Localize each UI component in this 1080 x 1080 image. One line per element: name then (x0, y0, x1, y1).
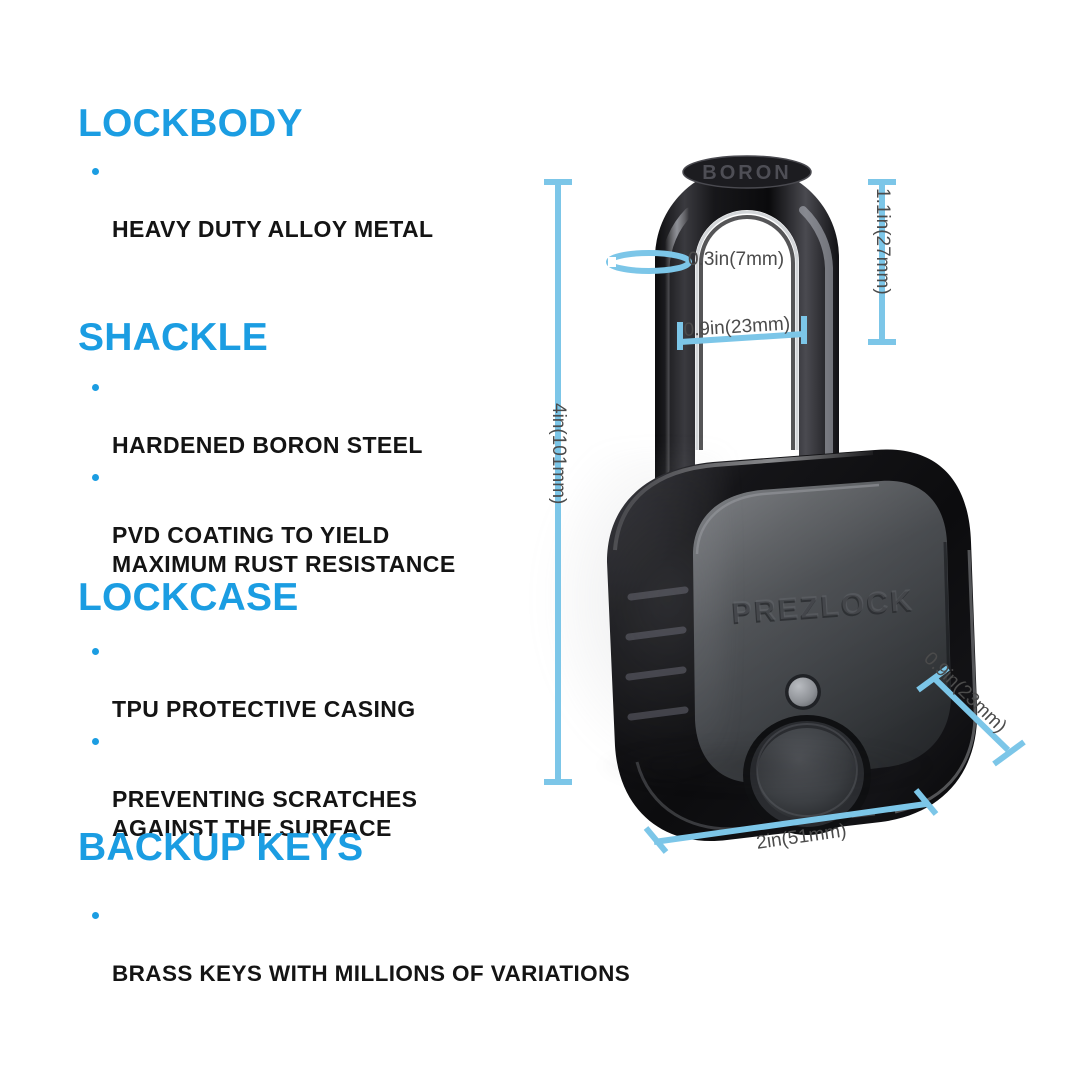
grip-grooves (625, 586, 689, 721)
feature-block-lockbody: LOCKBODY HEAVY DUTY ALLOY METAL (78, 104, 433, 244)
bullet-text: TPU PROTECTIVE CASING (112, 696, 416, 722)
product-photo-padlock: BORON (535, 150, 1025, 850)
bullet-text: PREVENTING SCRATCHES AGAINST THE SURFACE (112, 786, 418, 841)
list-item: HARDENED BORON STEEL (78, 373, 456, 460)
bullet-dot-icon (92, 474, 99, 481)
shackle-stamp-text: BORON (702, 162, 791, 184)
feature-block-shackle: SHACKLE HARDENED BORON STEEL PVD COATING… (78, 318, 456, 579)
bullet-dot-icon (92, 738, 99, 745)
backdrop-haze (535, 450, 725, 780)
list-item: PREVENTING SCRATCHES AGAINST THE SURFACE (78, 727, 417, 843)
feature-block-backup-keys: BACKUP KEYS BRASS KEYS WITH MILLIONS OF … (78, 828, 630, 988)
dimension-label-shackle-clearance: 1.1in(27mm) (872, 188, 893, 295)
bullet-text: HARDENED BORON STEEL (112, 432, 423, 458)
feature-bullets-lockcase: TPU PROTECTIVE CASING PREVENTING SCRATCH… (78, 637, 417, 843)
bullet-dot-icon (92, 384, 99, 391)
dimension-label-overall-height: 4in(101mm) (548, 403, 569, 505)
feature-bullets-shackle: HARDENED BORON STEEL PVD COATING TO YIEL… (78, 373, 456, 579)
shackle-width-arrow-icon (677, 316, 807, 350)
overall-width-arrow-icon (643, 788, 939, 854)
dimension-label-shackle-diameter: 0.3in(7mm) (688, 249, 785, 270)
product-drop-shadow (600, 740, 930, 792)
feature-title-shackle: SHACKLE (78, 316, 268, 359)
list-item: PVD COATING TO YIELD MAXIMUM RUST RESIST… (78, 463, 456, 579)
overall-height-arrow-icon (544, 179, 572, 785)
feature-title-lockcase: LOCKCASE (78, 576, 299, 619)
bullet-text: PVD COATING TO YIELD MAXIMUM RUST RESIST… (112, 522, 456, 577)
bullet-dot-icon (92, 168, 99, 175)
feature-bullets-lockbody: HEAVY DUTY ALLOY METAL (78, 157, 433, 244)
clearance-height-arrow-icon (868, 179, 896, 345)
list-item: BRASS KEYS WITH MILLIONS OF VARIATIONS (78, 901, 630, 988)
feature-block-lockcase: LOCKCASE TPU PROTECTIVE CASING PREVENTIN… (78, 578, 417, 843)
overall-depth-arrow-icon (916, 665, 1026, 767)
list-item: TPU PROTECTIVE CASING (78, 637, 417, 724)
feature-bullets-backup-keys: BRASS KEYS WITH MILLIONS OF VARIATIONS (78, 901, 630, 988)
led-indicator-icon (785, 674, 821, 710)
bullet-dot-icon (92, 648, 99, 655)
bullet-dot-icon (92, 912, 99, 919)
bullet-text: BRASS KEYS WITH MILLIONS OF VARIATIONS (112, 961, 631, 986)
fingerprint-sensor (743, 715, 871, 835)
bullet-text: HEAVY DUTY ALLOY METAL (112, 216, 434, 242)
list-item: HEAVY DUTY ALLOY METAL (78, 157, 433, 244)
padlock-illustration: BORON (607, 155, 978, 842)
feature-title-backup-keys: BACKUP KEYS (78, 826, 364, 869)
shackle-diameter-ellipse-icon (606, 250, 692, 274)
feature-title-lockbody: LOCKBODY (78, 102, 303, 145)
